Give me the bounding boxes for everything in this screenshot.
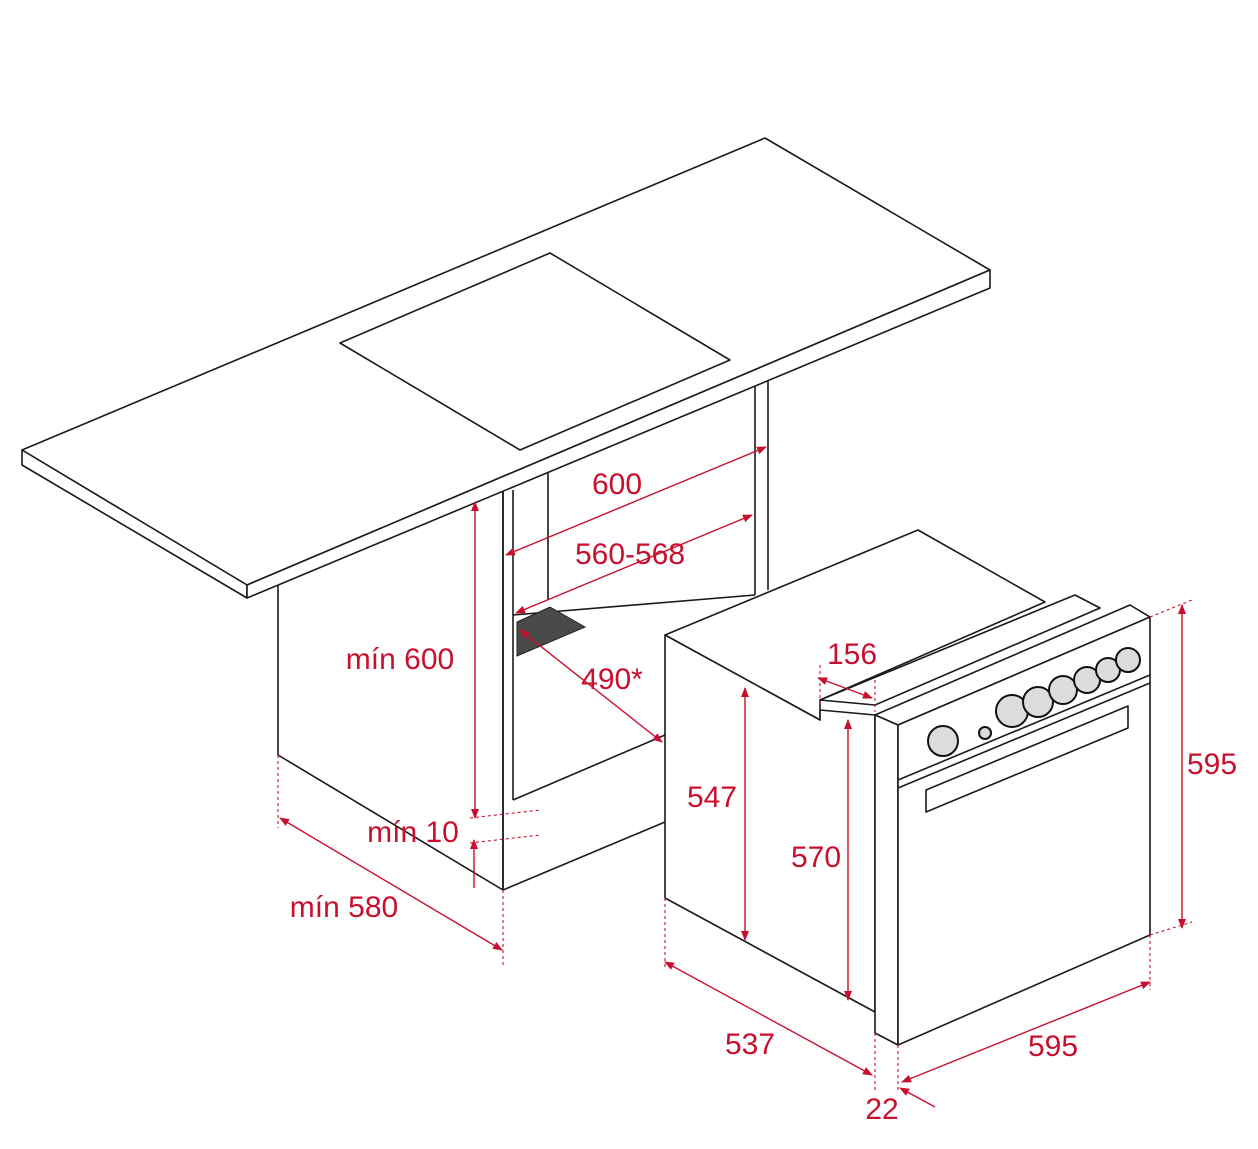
dim-niche-height: mín 600 — [345, 643, 455, 676]
dim-body-depth: 537 — [724, 1028, 776, 1061]
dim-body-side-height: 570 — [790, 841, 842, 874]
knob-icon — [1048, 675, 1078, 705]
dimension-lines — [277, 446, 1193, 1108]
dim-cabinet-width: 600 — [591, 468, 643, 501]
dim-front-thickness: 22 — [865, 1093, 899, 1126]
knob-icon — [1115, 647, 1141, 673]
countertop — [21, 137, 991, 599]
knob-icon — [1022, 686, 1054, 718]
control-knobs — [927, 647, 1141, 757]
dim-gap-bottom: mín 10 — [367, 816, 459, 849]
dim-front-width: 595 — [1027, 1030, 1079, 1063]
dim-panel-step: 156 — [826, 638, 878, 671]
dim-front-height: 595 — [1186, 748, 1238, 781]
dim-cabinet-depth: mín 580 — [289, 891, 399, 924]
dim-niche-depth: 490* — [581, 663, 643, 696]
oven — [664, 529, 1151, 1046]
dim-niche-width: 560-568 — [574, 538, 686, 571]
dim-body-height: 547 — [686, 781, 738, 814]
indicator-light-icon — [978, 726, 992, 740]
knob-icon — [927, 725, 959, 757]
hob — [339, 252, 731, 451]
